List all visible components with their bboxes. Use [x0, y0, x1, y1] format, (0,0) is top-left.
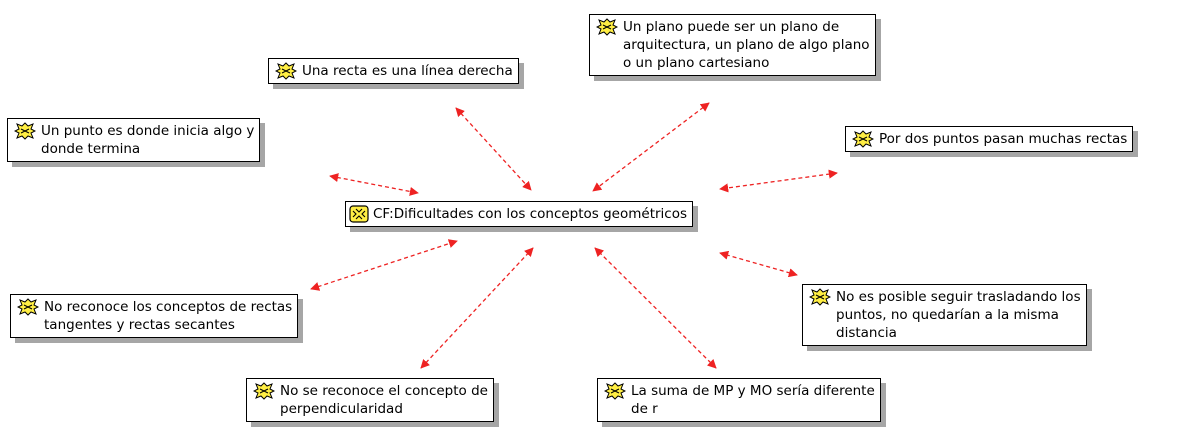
edge-7 [594, 247, 717, 369]
code-icon [14, 122, 36, 140]
node-perpendicularidad[interactable]: No se reconoce el concepto de perpendicu… [246, 378, 494, 422]
central-label: CF:Dificultades con los conceptos geomét… [373, 206, 688, 222]
node-line: La suma de MP y MO sería diferente [631, 383, 875, 399]
node-recta[interactable]: Una recta es una línea derecha [268, 58, 519, 84]
node-line: arquitectura, un plano de algo plano [623, 37, 870, 53]
node-plano[interactable]: Un plano puede ser un plano de arquitect… [589, 14, 876, 76]
node-trasladando[interactable]: No es posible seguir trasladando los pun… [802, 284, 1087, 346]
node-line: tangentes y rectas secantes [44, 317, 235, 333]
node-line: No se reconoce el concepto de [280, 383, 488, 399]
node-line: Un plano puede ser un plano de [623, 19, 840, 35]
node-line: puntos, no quedarían a la misma [836, 307, 1059, 323]
code-icon [604, 382, 626, 400]
code-icon [253, 382, 275, 400]
node-line: No reconoce los conceptos de rectas [44, 299, 293, 315]
code-icon [596, 18, 618, 36]
edge-6 [420, 247, 534, 369]
node-line: Por dos puntos pasan muchas rectas [879, 131, 1128, 147]
node-line: Un punto es donde inicia algo y [41, 123, 255, 139]
node-punto[interactable]: Un punto es donde inicia algo y donde te… [7, 118, 261, 162]
node-line: Una recta es una línea derecha [302, 63, 513, 79]
code-icon [852, 130, 874, 148]
edge-0 [455, 107, 532, 191]
code-icon [275, 62, 297, 80]
edge-4 [310, 239, 458, 291]
code-icon [17, 298, 39, 316]
node-line: No es posible seguir trasladando los [836, 289, 1081, 305]
node-line: de r [631, 401, 658, 417]
node-line: perpendicularidad [280, 401, 403, 417]
node-line: o un plano cartesiano [623, 55, 770, 71]
node-line: donde termina [41, 141, 141, 157]
edge-1 [592, 102, 710, 192]
edge-5 [719, 250, 798, 278]
node-suma[interactable]: La suma de MP y MO sería diferente de r [597, 378, 881, 422]
node-tangentes[interactable]: No reconoce los conceptos de rectas tang… [10, 294, 299, 338]
code-family-icon [349, 205, 369, 223]
node-central[interactable]: CF:Dificultades con los conceptos geomét… [345, 201, 694, 227]
edge-2 [329, 173, 419, 196]
edge-3 [719, 169, 838, 193]
node-dos-puntos[interactable]: Por dos puntos pasan muchas rectas [845, 126, 1134, 152]
node-line: distancia [836, 325, 897, 341]
code-icon [809, 288, 831, 306]
